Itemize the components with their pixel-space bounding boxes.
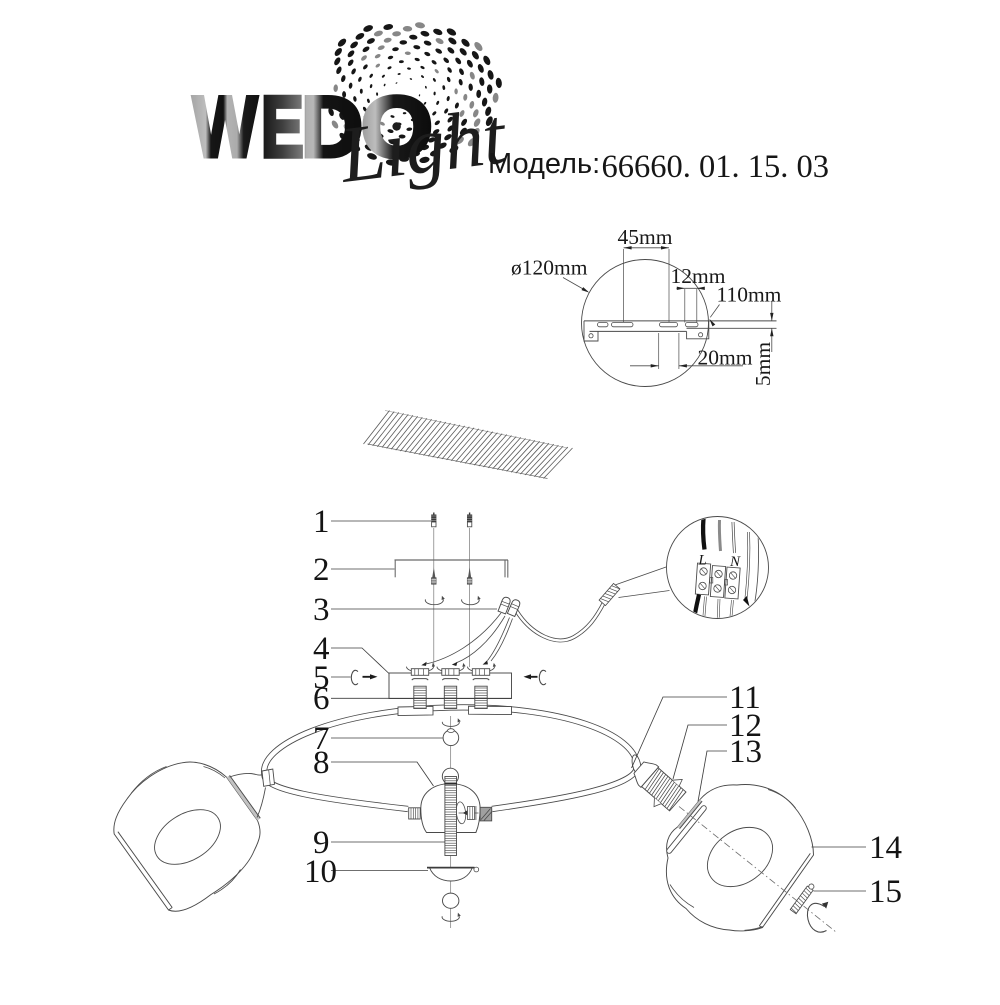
svg-text:15: 15: [869, 874, 902, 910]
svg-text:2: 2: [313, 552, 330, 588]
svg-text:N: N: [729, 554, 741, 570]
svg-text:6: 6: [313, 681, 330, 717]
svg-text:E: E: [261, 79, 304, 175]
svg-text:8: 8: [313, 745, 330, 781]
svg-text:D: D: [301, 80, 363, 176]
svg-text:Модель:: Модель:: [488, 148, 600, 180]
svg-text:110mm: 110mm: [717, 283, 782, 307]
svg-text:L: L: [697, 553, 706, 569]
svg-text:1: 1: [313, 504, 330, 540]
svg-text:5: 5: [313, 660, 330, 696]
svg-text:66660. 01. 15. 03: 66660. 01. 15. 03: [602, 149, 830, 185]
svg-text:Light: Light: [334, 92, 511, 200]
svg-text:3: 3: [313, 592, 330, 628]
svg-text:5mm: 5mm: [751, 342, 775, 386]
svg-text:9: 9: [313, 825, 330, 861]
svg-text:7: 7: [313, 721, 330, 757]
svg-text:14: 14: [869, 830, 902, 866]
svg-text:12: 12: [729, 708, 762, 744]
svg-text:10: 10: [304, 854, 337, 890]
svg-text:W: W: [193, 79, 258, 175]
svg-text:13: 13: [729, 734, 762, 770]
svg-text:O: O: [361, 79, 433, 175]
svg-text:45mm: 45mm: [618, 225, 673, 249]
svg-text:12mm: 12mm: [671, 264, 726, 288]
svg-text:11: 11: [729, 680, 761, 716]
svg-text:4: 4: [313, 631, 330, 667]
svg-text:ø120mm: ø120mm: [511, 256, 588, 280]
